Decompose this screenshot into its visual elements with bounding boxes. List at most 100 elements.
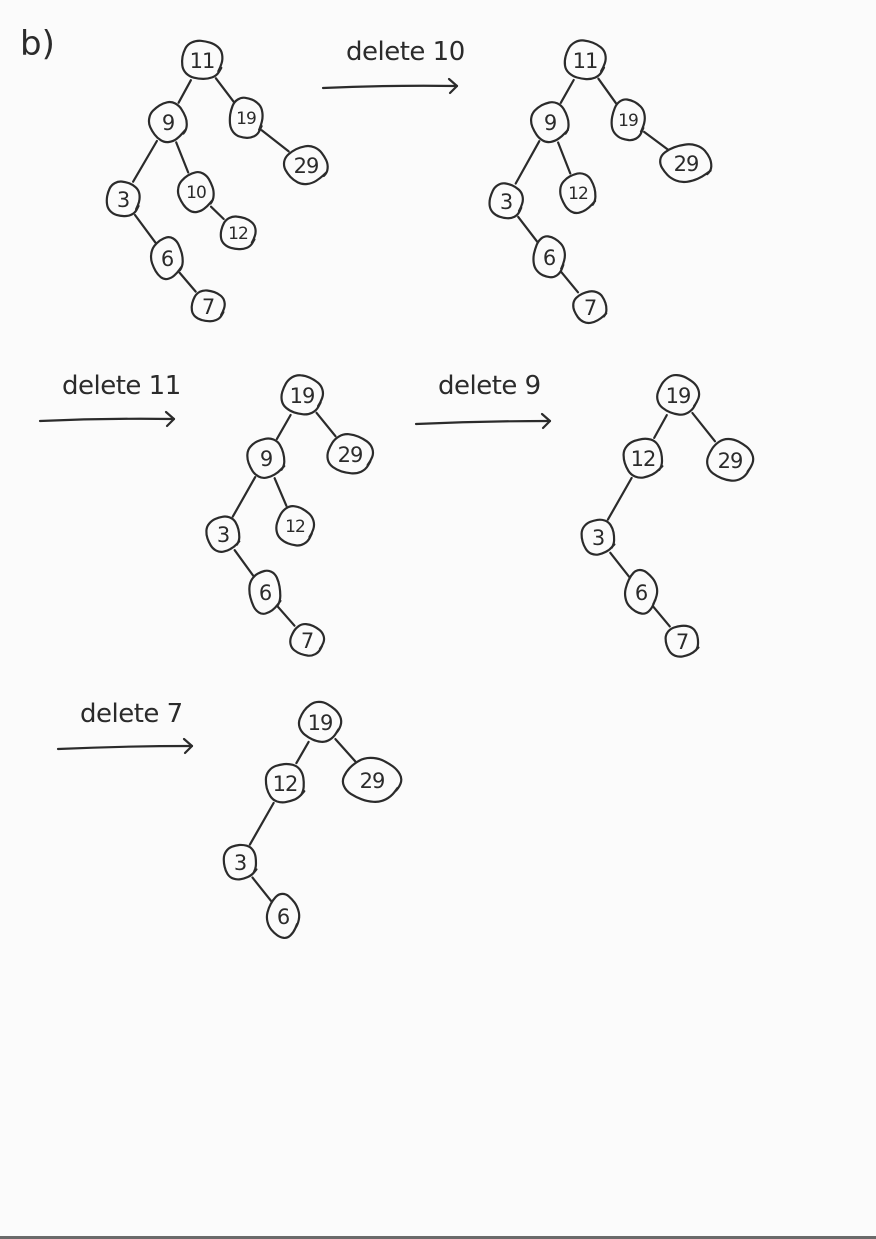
tree-node: 19 bbox=[656, 373, 701, 416]
node-circle bbox=[563, 39, 607, 81]
tree-edge bbox=[132, 139, 158, 183]
node-circle bbox=[176, 170, 215, 214]
node-circle bbox=[664, 624, 700, 658]
tree-edge bbox=[295, 740, 310, 765]
tree-edge bbox=[251, 876, 273, 903]
tree-edge bbox=[642, 130, 670, 151]
tree-edge bbox=[275, 413, 292, 440]
tree-edge bbox=[248, 801, 275, 846]
node-circle bbox=[580, 518, 616, 556]
node-circle bbox=[532, 235, 566, 279]
tree-edge bbox=[556, 141, 572, 175]
tree-node: 19 bbox=[228, 96, 264, 140]
node-key: 3 bbox=[117, 188, 129, 212]
node-key: 19 bbox=[290, 384, 315, 408]
operation-label: delete 7 bbox=[80, 699, 183, 729]
node-key: 29 bbox=[718, 449, 743, 473]
node-circle bbox=[326, 433, 375, 475]
node-circle bbox=[222, 843, 258, 881]
tree-node: 29 bbox=[659, 143, 713, 184]
node-key: 10 bbox=[186, 183, 206, 203]
tree-edge bbox=[606, 476, 633, 521]
node-circle bbox=[559, 172, 597, 215]
node-circle bbox=[610, 98, 646, 142]
tree-node: 19 bbox=[280, 374, 325, 416]
operation-step-3-after-delete-11: delete 11 bbox=[38, 371, 181, 428]
tree-node: 7 bbox=[289, 622, 326, 657]
node-circle bbox=[659, 143, 713, 184]
node-circle bbox=[205, 515, 241, 553]
node-key: 3 bbox=[234, 851, 246, 875]
tree-node: 11 bbox=[180, 39, 224, 81]
arrow-head-icon bbox=[540, 412, 552, 430]
arrow-shaft bbox=[38, 417, 176, 423]
tree-node: 29 bbox=[706, 437, 755, 482]
node-circle bbox=[623, 568, 659, 615]
tree-node: 6 bbox=[623, 568, 659, 615]
operation-step-2-after-delete-10: delete 10 bbox=[321, 37, 465, 95]
node-circle bbox=[488, 182, 524, 220]
tree-edge bbox=[559, 270, 580, 294]
node-key: 6 bbox=[161, 247, 174, 271]
operation-label: delete 11 bbox=[62, 371, 181, 401]
tree-node: 29 bbox=[326, 433, 375, 475]
node-key: 29 bbox=[338, 443, 363, 467]
node-circle bbox=[248, 569, 282, 615]
node-key: 7 bbox=[676, 630, 688, 654]
node-key: 29 bbox=[674, 152, 699, 176]
tree-node: 29 bbox=[341, 756, 403, 803]
tree-edge bbox=[177, 79, 192, 104]
tree-edge bbox=[652, 605, 671, 628]
node-circle bbox=[280, 374, 325, 416]
tree-node: 19 bbox=[610, 98, 646, 142]
node-key: 12 bbox=[631, 447, 656, 471]
tree-node: 6 bbox=[149, 236, 184, 281]
tree-node: 6 bbox=[532, 235, 566, 279]
arrow-shaft bbox=[321, 84, 459, 90]
node-circle bbox=[246, 437, 286, 480]
tree-step-3-after-delete-11: 19 9 29 3 12 6 7 bbox=[205, 374, 375, 657]
tree-edge bbox=[517, 215, 539, 243]
node-key: 19 bbox=[236, 109, 256, 129]
node-key: 29 bbox=[360, 769, 385, 793]
tree-node: 12 bbox=[264, 762, 306, 804]
node-circle bbox=[656, 373, 701, 416]
node-key: 6 bbox=[635, 581, 648, 605]
tree-node: 7 bbox=[572, 290, 608, 325]
node-circle bbox=[529, 101, 570, 144]
tree-edge bbox=[260, 129, 290, 153]
tree-node: 12 bbox=[275, 505, 316, 547]
node-key: 9 bbox=[260, 447, 272, 471]
tree-edge bbox=[653, 414, 668, 439]
tree-edge bbox=[276, 605, 296, 627]
arrow-shaft bbox=[414, 419, 552, 426]
part-label: b) bbox=[20, 24, 55, 64]
node-circle bbox=[706, 437, 755, 482]
tree-node: 6 bbox=[265, 892, 301, 940]
tree-node: 3 bbox=[205, 515, 241, 553]
page-bottom-edge bbox=[0, 1236, 876, 1239]
tree-edge bbox=[175, 141, 190, 174]
tree-edge bbox=[273, 477, 288, 507]
tree-node: 12 bbox=[559, 172, 597, 215]
tree-node: 9 bbox=[529, 101, 570, 144]
arrow-shaft bbox=[56, 744, 194, 751]
node-key: 19 bbox=[666, 384, 691, 408]
node-key: 9 bbox=[544, 111, 556, 135]
tree-edge bbox=[214, 77, 235, 104]
node-key: 3 bbox=[217, 523, 229, 547]
node-key: 6 bbox=[543, 246, 556, 270]
node-circle bbox=[341, 756, 403, 803]
node-key: 7 bbox=[301, 629, 313, 653]
node-circle bbox=[264, 762, 306, 804]
node-key: 6 bbox=[259, 581, 272, 605]
node-key: 29 bbox=[294, 154, 319, 178]
node-key: 3 bbox=[500, 190, 512, 214]
node-circle bbox=[622, 437, 664, 479]
tree-node: 12 bbox=[219, 215, 257, 251]
arrow-head-icon bbox=[182, 737, 194, 755]
node-key: 12 bbox=[568, 184, 588, 204]
